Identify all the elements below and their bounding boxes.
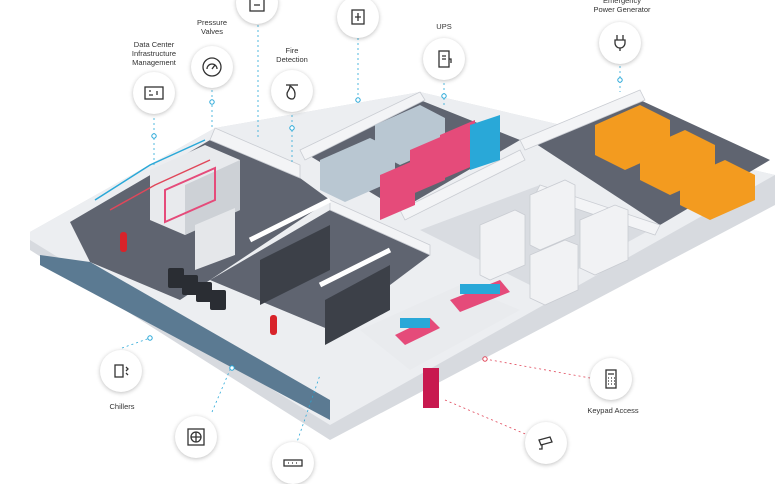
plug-icon xyxy=(614,35,626,51)
emergency-power-badge xyxy=(599,22,641,64)
ups-badge xyxy=(423,38,465,80)
server-racks-main-hall xyxy=(248,197,392,345)
connector-lines xyxy=(121,20,621,446)
dcim-badge xyxy=(133,72,175,114)
battery-icon xyxy=(438,50,452,68)
connector-dots xyxy=(147,77,623,371)
server-racks-lower xyxy=(195,208,235,270)
keypad-badge xyxy=(590,358,632,400)
heating-pipes xyxy=(109,159,211,211)
cooling-pipes xyxy=(94,139,206,201)
pressure-valves-label: Pressure Valves xyxy=(196,18,227,36)
control-room-floor xyxy=(360,285,520,370)
keypad-icon xyxy=(605,369,617,389)
sensor-strip-badge xyxy=(272,442,314,484)
fire-detection-label: Fire Detection xyxy=(276,46,308,64)
sensor-strip-icon xyxy=(283,459,303,467)
walls xyxy=(209,89,661,256)
alert-lines xyxy=(444,358,591,437)
corridor-floor xyxy=(40,255,330,420)
chiller-icon xyxy=(114,364,129,378)
cabinets xyxy=(479,179,629,306)
gauge-icon xyxy=(202,57,222,77)
ups-label: UPS xyxy=(436,22,452,31)
fire-detection-badge xyxy=(271,70,313,112)
transformer-icon xyxy=(351,9,365,25)
ups-racks xyxy=(380,115,500,220)
alert-dot xyxy=(482,356,488,362)
generators xyxy=(595,105,755,220)
monitor-icon xyxy=(144,86,164,100)
data-center-illustration xyxy=(30,20,775,446)
camera-icon xyxy=(538,436,553,450)
fire-icon xyxy=(286,84,298,100)
chiller-units xyxy=(168,268,226,310)
thermostat-icon xyxy=(249,0,265,12)
chillers-label: Chillers xyxy=(109,402,135,411)
entrance-door xyxy=(423,368,439,408)
camera-badge xyxy=(525,422,567,464)
dcim-label: Data Center Infrastructure Management xyxy=(131,40,177,67)
emergency-power-label: Emergency Power Generator xyxy=(593,0,651,14)
chillers-badge xyxy=(100,350,142,392)
fire-extinguishers xyxy=(120,232,277,335)
transformer-badge xyxy=(337,0,379,38)
pressure-valves-badge xyxy=(191,46,233,88)
fan-icon xyxy=(187,428,205,446)
fan-badge xyxy=(175,416,217,458)
control-desks xyxy=(395,280,510,345)
keypad-access-label: Keypad Access xyxy=(587,406,639,415)
